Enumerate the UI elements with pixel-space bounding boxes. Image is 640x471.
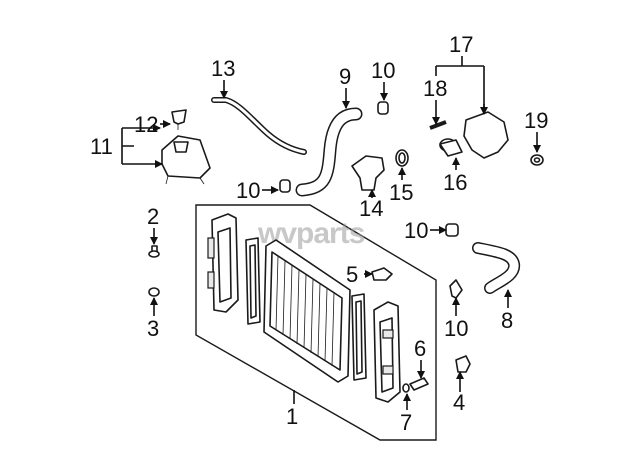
callout-10-right: 10: [404, 218, 428, 243]
thermostat: [439, 138, 463, 157]
reserve-cap: [171, 109, 187, 125]
mount-bolt: [148, 245, 160, 258]
callout-15: 15: [389, 180, 413, 205]
callout-12: 12: [134, 112, 158, 137]
left-side-tank: [207, 213, 239, 313]
hose-clamp-upper: [377, 101, 389, 115]
left-seal-frame: [245, 237, 261, 325]
hose-clamp-lower: [449, 279, 463, 299]
water-inlet: [351, 155, 385, 191]
callout-18: 18: [423, 76, 447, 101]
callout-11: 11: [90, 134, 113, 159]
radiator-cap: [371, 267, 393, 281]
callout-17: 17: [449, 32, 473, 57]
callout-4: 4: [453, 390, 465, 415]
callout-8: 8: [501, 308, 513, 333]
drain-cock: [409, 377, 429, 391]
reserve-tank: [161, 135, 211, 185]
callout-6: 6: [414, 336, 426, 361]
thermostat-housing: [463, 111, 509, 159]
mounting-stud: [429, 120, 447, 130]
callout-7: 7: [400, 410, 412, 435]
mount-bushing: [148, 287, 160, 297]
callout-19: 19: [524, 108, 548, 133]
lower-mount: [455, 355, 471, 373]
radiator-core: [263, 239, 351, 383]
callout-13: 13: [211, 56, 235, 81]
assembly-outline: [195, 204, 437, 441]
callout-10-left: 10: [236, 178, 260, 203]
hose-clamp-left: [279, 179, 291, 193]
callout-16: 16: [443, 170, 467, 195]
callout-2: 2: [147, 204, 159, 229]
callout-10-upper: 10: [371, 58, 395, 83]
callout-3: 3: [147, 316, 159, 341]
callout-9: 9: [339, 64, 351, 89]
callout-1: 1: [286, 404, 298, 429]
right-side-tank: [373, 301, 401, 403]
hose-clamp-right: [445, 223, 459, 237]
drain-o-ring: [402, 383, 410, 393]
callout-10-lower: 10: [444, 316, 468, 341]
callout-14: 14: [359, 196, 383, 221]
callout-5: 5: [346, 262, 358, 287]
right-seal-frame: [351, 293, 367, 381]
